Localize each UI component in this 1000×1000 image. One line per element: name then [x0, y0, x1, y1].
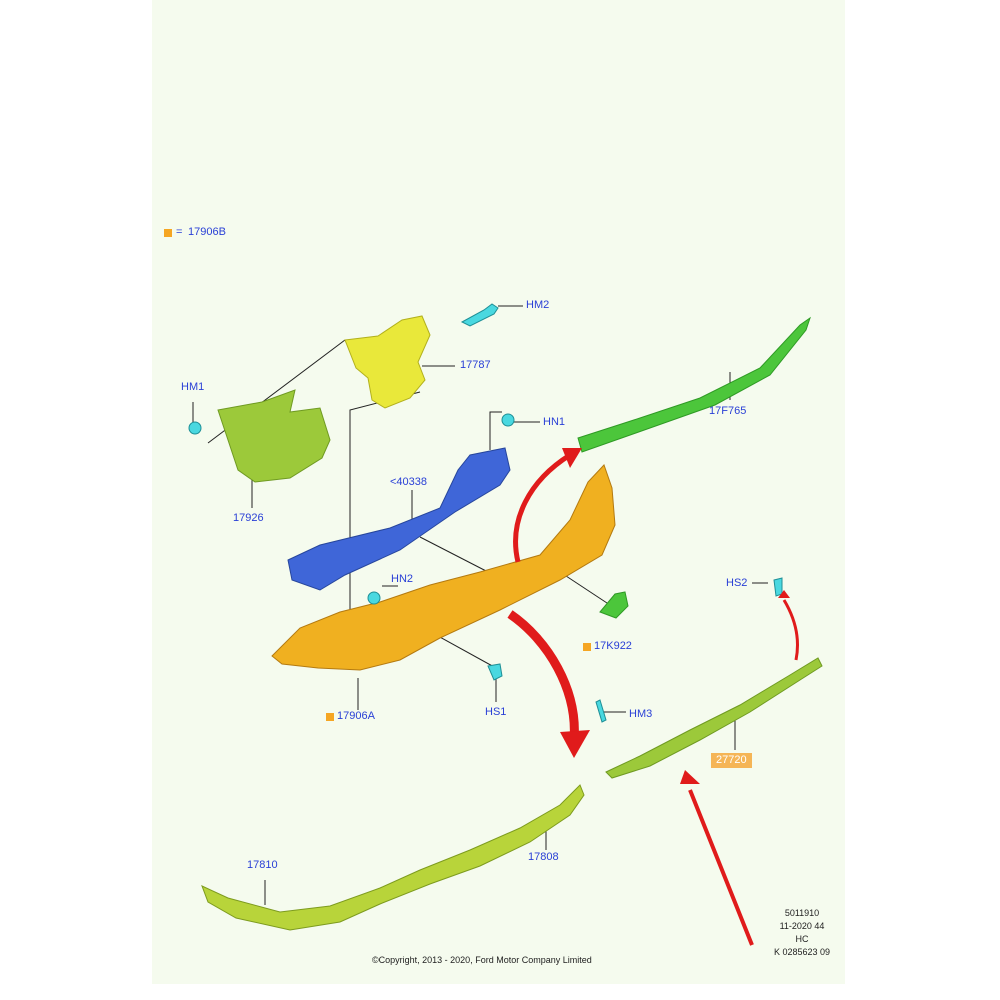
clip-hm2-icon [460, 303, 499, 327]
reference-line-2: 11-2020 44 [779, 921, 825, 931]
callout-17906a: 17906A [337, 710, 375, 722]
clip-hn2-icon [367, 591, 381, 605]
callout-17808: 17808 [528, 851, 559, 863]
strip-27720 [605, 657, 823, 779]
callout-hm3: HM3 [629, 708, 653, 720]
callout-17787: 17787 [460, 359, 491, 371]
leader-hn1-vertical [489, 411, 502, 450]
fasteners [188, 303, 783, 723]
diagram-paper [152, 0, 845, 984]
cover-17k922 [599, 591, 629, 619]
callout-hs2: HS2 [726, 577, 748, 589]
leader-beam-bumper [419, 536, 491, 574]
bracket-17787 [344, 315, 431, 409]
bumper-17906a [271, 464, 616, 671]
callout-17926: 17926 [233, 512, 264, 524]
arrow-to-17f765 [513, 452, 572, 563]
arrow-to-hs2 [782, 599, 799, 661]
legend-code: 17906B [188, 226, 226, 238]
reference-line-1: 5011910 [784, 908, 820, 918]
movement-arrows [507, 452, 799, 946]
callout-17906a-swatch [326, 713, 334, 721]
callout-hm1: HM1 [181, 381, 205, 393]
callout-hs1: HS1 [485, 706, 507, 718]
callout-hn2: HN2 [391, 573, 414, 585]
callout-17f765: 17F765 [709, 405, 747, 417]
callout-hn1: HN1 [543, 416, 566, 428]
clip-hs2-icon [773, 577, 783, 597]
callout-17810: 17810 [247, 859, 278, 871]
bracket-17926 [217, 389, 331, 483]
arrow-heads [560, 448, 790, 784]
reference-line-3: HC [795, 934, 809, 944]
strip-17f765 [577, 316, 811, 453]
arrow-to-27720 [688, 789, 754, 946]
clip-hn1-icon [501, 413, 515, 427]
beam-40338 [287, 447, 511, 591]
callout-17k922-swatch [583, 643, 591, 651]
callout-27720: 27720 [711, 753, 752, 768]
reference-line-4: K 0285623 09 [773, 947, 831, 957]
copyright-text: ©Copyright, 2013 - 2020, Ford Motor Comp… [372, 955, 592, 965]
trim-17808-17810 [201, 784, 585, 931]
callout-40338: <40338 [390, 476, 428, 488]
leader-17k922 [559, 571, 611, 606]
legend-equals: = [176, 226, 183, 238]
callout-hm2: HM2 [526, 299, 550, 311]
legend-swatch [164, 229, 172, 237]
clip-hm1-icon [188, 421, 202, 435]
callout-17k922: 17K922 [594, 640, 632, 652]
clip-hm3-icon [595, 699, 607, 723]
arrow-down-large [507, 610, 579, 741]
clip-hs1-icon [487, 663, 503, 681]
